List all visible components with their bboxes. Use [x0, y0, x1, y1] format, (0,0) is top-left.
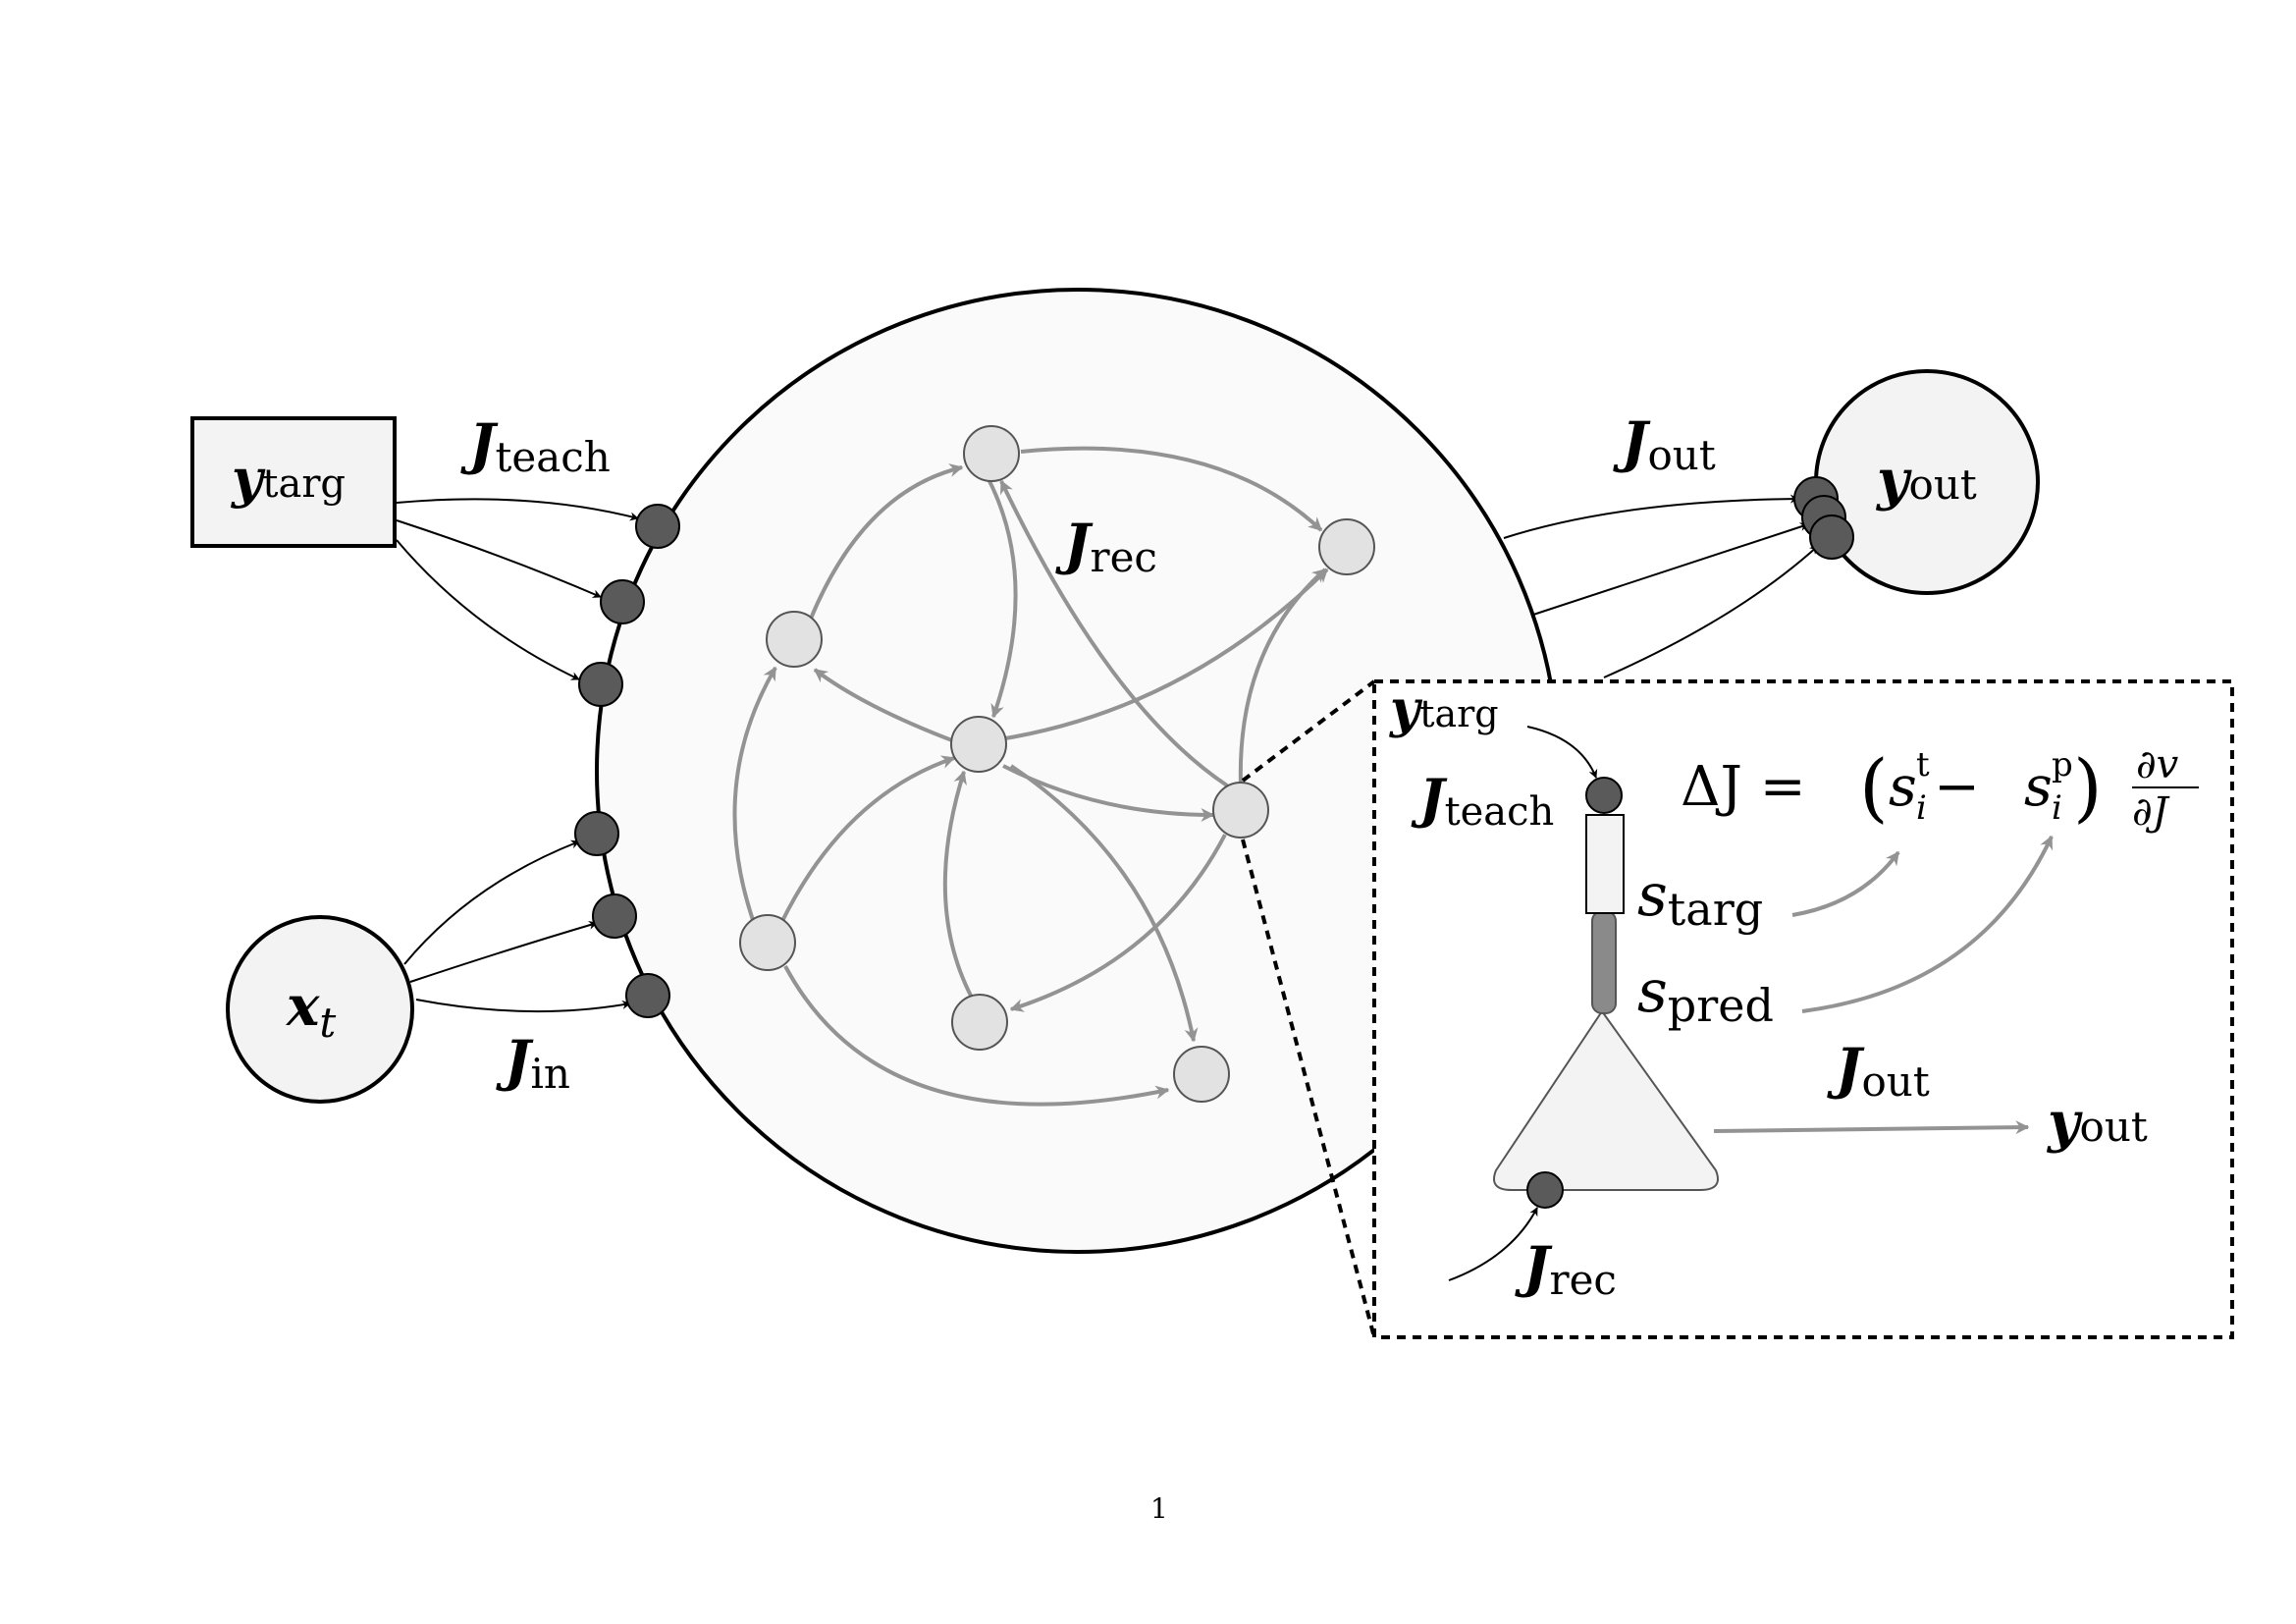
zoom-lines	[1241, 679, 1376, 1338]
learning-rule-equation: ΔJ = ( s t i − s p i ) ∂v	[1681, 742, 2199, 835]
inset-arrows	[1448, 726, 2054, 1281]
svg-text:s: s	[2024, 755, 2053, 819]
label-j-rec: Jrec	[1055, 513, 1157, 581]
label-j-in: Jin	[496, 1029, 570, 1098]
svg-text:): )	[2073, 743, 2103, 831]
svg-text:t: t	[1916, 745, 1930, 785]
input-circle	[226, 915, 414, 1104]
page-number: 1	[1150, 1492, 1168, 1525]
label-x-t: xt	[286, 974, 336, 1047]
label-y-targ: ytarg	[231, 447, 346, 510]
output-connections	[1503, 494, 1819, 678]
svg-text:s: s	[1889, 755, 1917, 819]
svg-text:∂J: ∂J	[2132, 789, 2170, 835]
svg-text:ΔJ =: ΔJ =	[1681, 755, 1806, 819]
input-connections	[403, 839, 631, 1013]
recurrent-connections	[732, 446, 1329, 1107]
synapses	[574, 476, 1854, 1018]
svg-text:−: −	[1934, 755, 1980, 819]
label-j-out: Jout	[1613, 410, 1716, 479]
inset-label-y-out: yout	[2046, 1090, 2148, 1155]
inset-neuron	[1493, 777, 1719, 1209]
svg-text:i: i	[2052, 788, 2062, 828]
inset-label-y-targ: ytarg	[1389, 679, 1499, 739]
label-j-teach: Jteach	[460, 412, 611, 481]
svg-text:p: p	[2052, 745, 2073, 785]
svg-text:∂v: ∂v	[2136, 742, 2179, 787]
label-y-out: yout	[1875, 448, 1977, 513]
recurrent-neurons	[739, 425, 1375, 1103]
svg-text:i: i	[1916, 788, 1927, 828]
target-input-box	[190, 416, 397, 548]
inset-label-s-pred: spred	[1637, 957, 1774, 1032]
teach-connections	[396, 498, 639, 680]
svg-text:(: (	[1859, 743, 1889, 831]
inset-label-s-targ: starg	[1637, 861, 1763, 936]
inset-label-j-teach: Jteach	[1411, 767, 1554, 835]
